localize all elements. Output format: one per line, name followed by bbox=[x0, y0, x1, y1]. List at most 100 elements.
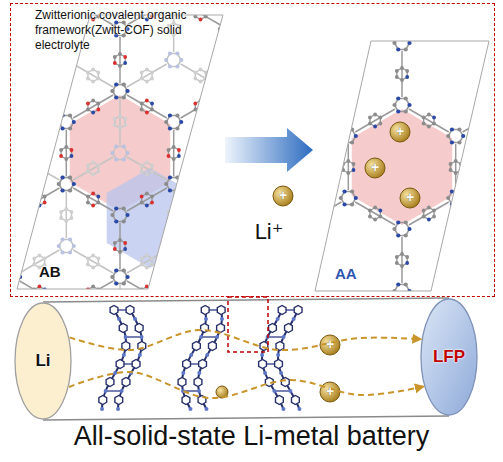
cof-atom bbox=[116, 407, 120, 411]
atom bbox=[179, 182, 183, 186]
linker-ring bbox=[88, 380, 98, 392]
atom bbox=[122, 82, 126, 86]
atom bbox=[481, 218, 485, 222]
atom bbox=[193, 289, 197, 293]
lithium-ion bbox=[320, 382, 340, 402]
bond bbox=[227, 223, 229, 269]
bond bbox=[294, 51, 296, 97]
atom bbox=[286, 368, 290, 372]
atom bbox=[175, 361, 179, 365]
atom bbox=[91, 192, 95, 196]
atom bbox=[261, 209, 265, 213]
atom bbox=[220, 61, 224, 65]
cof-atom bbox=[204, 407, 208, 411]
node-ring bbox=[166, 0, 181, 4]
atom bbox=[6, 55, 10, 59]
atom bbox=[204, 381, 208, 385]
atom bbox=[193, 350, 197, 354]
atom bbox=[114, 281, 118, 285]
atom bbox=[311, 356, 315, 360]
atom bbox=[32, 263, 36, 267]
atom bbox=[336, 206, 340, 210]
atom bbox=[6, 123, 10, 127]
atom bbox=[122, 268, 126, 272]
atom bbox=[279, 343, 283, 347]
cylinder-edge bbox=[43, 416, 449, 420]
atom bbox=[311, 108, 315, 112]
atom bbox=[457, 16, 461, 20]
atom bbox=[301, 71, 305, 75]
linker-ring bbox=[61, 23, 71, 35]
atom bbox=[481, 20, 485, 24]
atom bbox=[140, 294, 144, 298]
atom bbox=[247, 201, 251, 205]
atom bbox=[258, 9, 262, 13]
atom bbox=[271, 306, 275, 310]
linker-ring bbox=[249, 256, 259, 268]
atom bbox=[258, 257, 262, 261]
atom bbox=[404, 220, 408, 224]
atom bbox=[189, 47, 193, 51]
atom bbox=[145, 111, 149, 115]
atom bbox=[204, 201, 208, 205]
atom bbox=[110, 27, 114, 31]
atom bbox=[261, 122, 265, 126]
atom bbox=[185, 252, 189, 256]
node-ring bbox=[59, 178, 74, 191]
atom bbox=[218, 275, 222, 279]
electrode: LFP bbox=[420, 298, 478, 416]
atom bbox=[72, 120, 76, 124]
atom bbox=[427, 20, 431, 24]
atom bbox=[457, 140, 461, 144]
atom bbox=[220, 123, 224, 127]
atom bbox=[60, 250, 64, 254]
atom bbox=[96, 108, 100, 112]
atom bbox=[114, 281, 118, 285]
bond bbox=[0, 250, 6, 273]
atom bbox=[486, 122, 490, 126]
atom bbox=[404, 109, 408, 113]
atom bbox=[306, 204, 310, 208]
atom bbox=[475, 23, 479, 27]
atom bbox=[301, 108, 305, 112]
node-ring bbox=[233, 192, 248, 205]
linker-ring bbox=[88, 349, 98, 361]
atom bbox=[86, 164, 90, 168]
node-ring bbox=[166, 116, 181, 129]
atom bbox=[68, 299, 72, 303]
atom bbox=[229, 405, 233, 409]
atom bbox=[177, 210, 181, 214]
atom bbox=[185, 264, 189, 268]
linker-ring bbox=[236, 347, 246, 359]
atom bbox=[432, 116, 436, 120]
atom bbox=[140, 15, 144, 19]
atom bbox=[96, 102, 100, 106]
atom bbox=[293, 252, 297, 256]
atom bbox=[189, 109, 193, 113]
atom bbox=[338, 123, 342, 127]
cof-atom bbox=[260, 353, 264, 357]
atom bbox=[252, 99, 256, 103]
atom bbox=[427, 206, 431, 210]
atom bbox=[14, 405, 18, 409]
bond bbox=[119, 99, 121, 145]
atom bbox=[18, 151, 22, 155]
bond bbox=[12, 285, 14, 331]
atom bbox=[235, 313, 239, 317]
cof-atom bbox=[104, 389, 108, 393]
atom bbox=[301, 201, 305, 205]
atom bbox=[96, 381, 100, 385]
atom bbox=[405, 261, 409, 265]
atom bbox=[338, 61, 342, 65]
bond bbox=[181, 64, 221, 87]
linker-ring bbox=[195, 163, 205, 175]
atom bbox=[336, 95, 340, 99]
atom bbox=[373, 404, 377, 408]
atom bbox=[296, 96, 300, 100]
atom bbox=[339, 196, 343, 200]
cof-link bbox=[268, 336, 284, 337]
atom bbox=[199, 80, 203, 84]
atom bbox=[247, 288, 251, 292]
pore-highlight bbox=[352, 109, 452, 225]
atom bbox=[123, 61, 127, 65]
